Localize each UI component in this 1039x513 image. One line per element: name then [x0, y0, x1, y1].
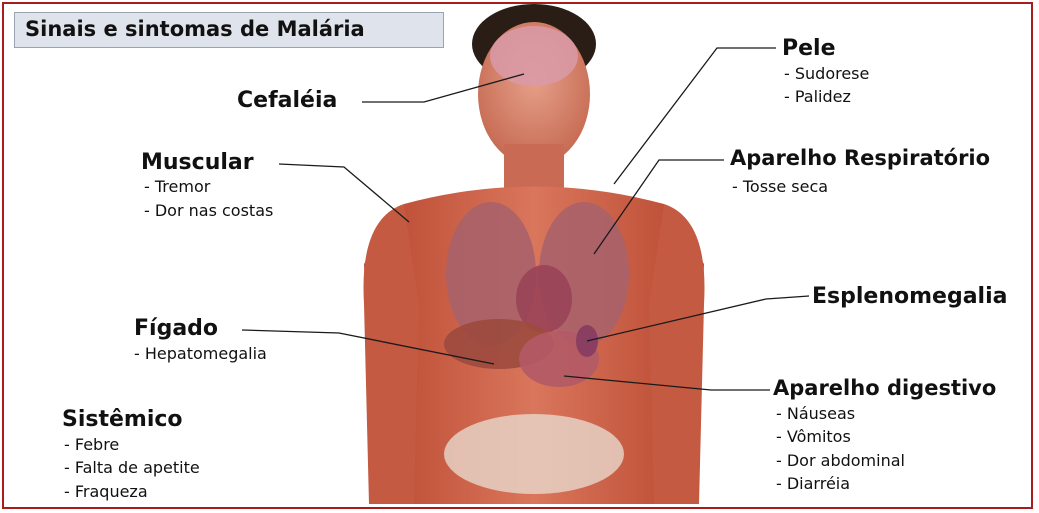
label-figado: Fígado: [134, 316, 218, 341]
title-box: Sinais e sintomas de Malária: [14, 12, 444, 48]
label-sistemico: Sistêmico: [62, 407, 183, 432]
line-cefaleia: [362, 74, 524, 102]
label-digestivo: Aparelho digestivo: [773, 376, 996, 400]
digestivo-item: - Diarréia: [776, 473, 850, 495]
sistemico-item: - Febre: [64, 434, 119, 456]
label-respiratorio: Aparelho Respiratório: [730, 146, 990, 170]
line-muscular: [279, 164, 409, 222]
muscular-item: - Dor nas costas: [144, 200, 273, 222]
sistemico-item: - Fraqueza: [64, 481, 148, 503]
respiratorio-item: - Tosse seca: [732, 176, 828, 198]
digestivo-item: - Náuseas: [776, 403, 855, 425]
pele-item: - Palidez: [784, 86, 851, 108]
page-title: Sinais e sintomas de Malária: [25, 17, 365, 41]
label-cefaleia: Cefaléia: [237, 88, 337, 113]
sistemico-item: - Falta de apetite: [64, 457, 200, 479]
line-digestivo: [564, 376, 770, 390]
leader-lines: [4, 4, 1033, 509]
pele-item: - Sudorese: [784, 63, 869, 85]
figado-item: - Hepatomegalia: [134, 343, 267, 365]
label-esplenomegalia: Esplenomegalia: [812, 284, 1007, 309]
muscular-item: - Tremor: [144, 176, 210, 198]
line-respiratorio: [594, 160, 724, 254]
digestivo-item: - Dor abdominal: [776, 450, 905, 472]
digestivo-item: - Vômitos: [776, 426, 851, 448]
line-figado: [242, 330, 494, 364]
label-pele: Pele: [782, 36, 836, 61]
label-muscular: Muscular: [141, 150, 254, 175]
line-esplenomegalia: [587, 296, 809, 341]
